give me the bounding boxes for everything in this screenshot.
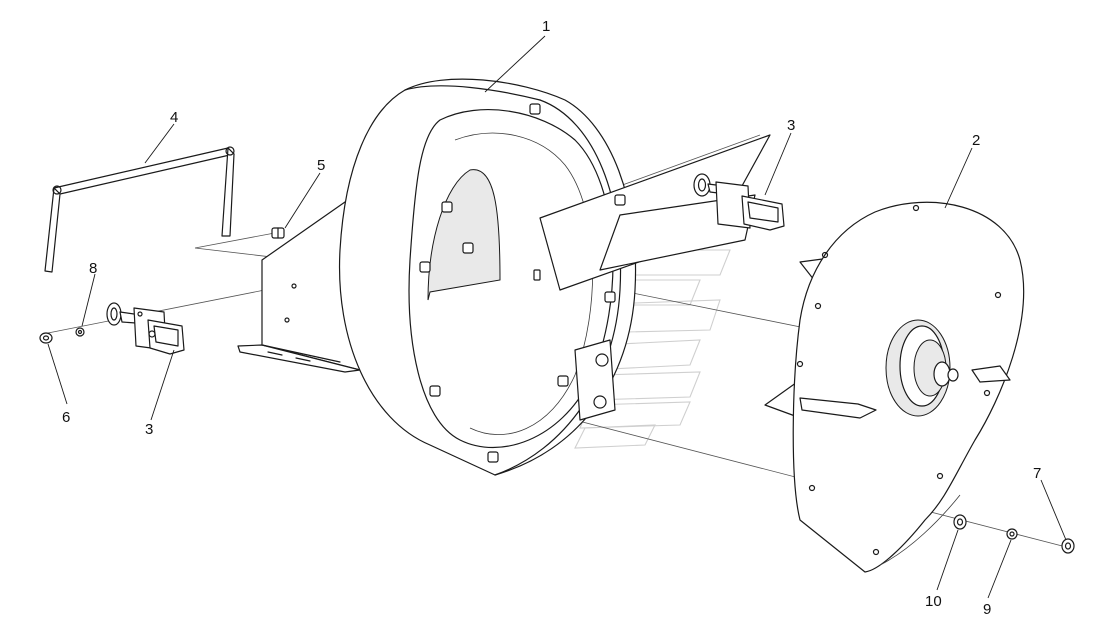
housing-bracket — [237, 194, 361, 373]
pulley — [885, 319, 959, 417]
washer-9 — [1006, 528, 1018, 540]
callout-10: 10 — [925, 593, 942, 610]
callout-2: 2 — [972, 132, 980, 149]
callout-7: 7 — [1033, 465, 1041, 482]
washer-left — [75, 327, 85, 337]
latch-left — [106, 302, 185, 355]
cover-holes — [796, 204, 1002, 556]
leader-lines — [47, 35, 1067, 599]
nut-7 — [1061, 538, 1075, 554]
callout-4: 4 — [170, 109, 178, 126]
callout-1: 1 — [542, 18, 550, 35]
housing-drum — [338, 78, 771, 476]
callout-6: 6 — [62, 409, 70, 426]
callout-5: 5 — [317, 157, 325, 174]
cover-plate — [764, 201, 1025, 573]
bent-rod — [44, 146, 235, 273]
callout-8: 8 — [89, 260, 97, 277]
callout-3-left: 3 — [145, 421, 153, 438]
washer-10 — [953, 514, 967, 530]
nut-left — [39, 332, 53, 344]
housing-studs — [419, 103, 626, 463]
bolt — [271, 227, 285, 239]
callout-9: 9 — [983, 601, 991, 618]
callout-3-right: 3 — [787, 117, 795, 134]
callout-labels: 1 2 3 3 4 5 6 7 8 9 10 — [62, 18, 1041, 618]
latch-right — [693, 173, 785, 231]
